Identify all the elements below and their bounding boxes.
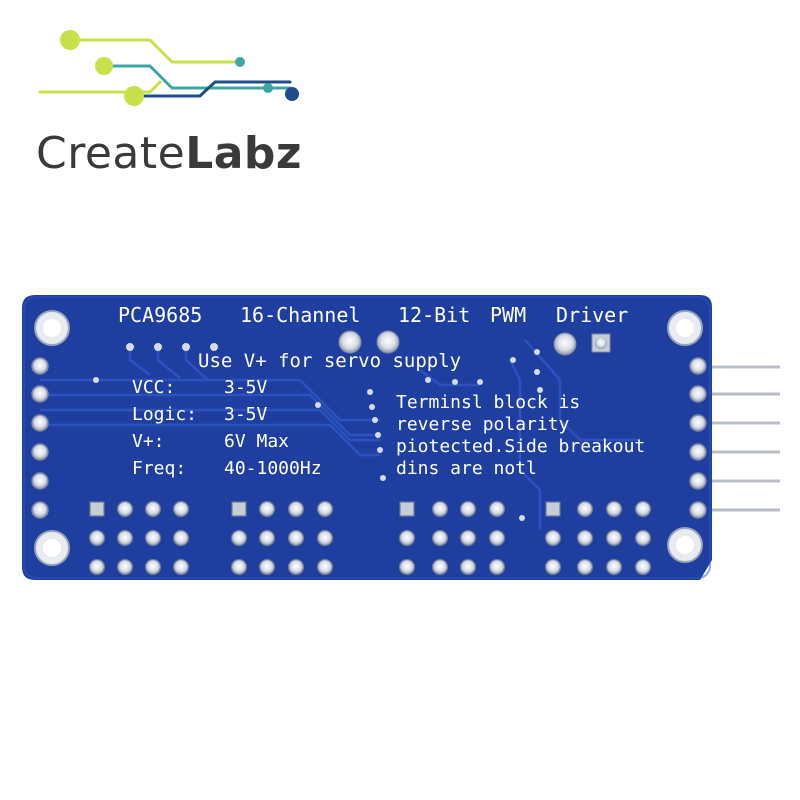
logo-wordmark: CreateLabz [36,128,302,180]
servo-supply-note: Use V+ for servo supply [198,350,462,372]
spec-value-vcc: 3-5V [224,377,268,398]
spec-value-freq: 40-1000Hz [224,458,322,479]
title-part-pwm: PWM [490,303,527,327]
protection-note-line-3: piotected.Side breakout [396,436,646,457]
header-pins [700,365,780,512]
spec-label-vplus: V+: [132,431,165,452]
terminal-pads [338,330,611,356]
vias [93,343,543,521]
title-part-chip: PCA9685 [118,303,203,327]
protection-note-line-1: Terminsl block is [396,392,581,413]
title-part-bits: 12-Bit [398,303,471,327]
logo-word-labz: Labz [185,128,303,179]
servo-header-group-4 [544,500,652,576]
title-part-channels: 16-Channel [240,303,361,327]
spec-label-freq: Freq: [132,458,187,479]
servo-header-group-2 [230,500,334,576]
left-breakout-pads [31,357,49,519]
spec-value-logic: 3-5V [224,404,268,425]
right-breakout-pads [689,357,707,519]
servo-header-group-1 [88,500,190,576]
protection-note-line-2: reverse polarity [396,414,570,435]
protection-note-line-4: dins are notl [396,458,537,479]
servo-header-group-3 [398,500,506,576]
spec-label-vcc: VCC: [132,377,176,398]
logo-word-create: Create [36,128,186,179]
spec-value-vplus: 6V Max [224,431,290,452]
title-part-driver: Driver [556,303,629,327]
createlabz-logo [38,30,299,106]
mounting-holes [34,310,703,566]
spec-label-logic: Logic: [132,404,198,425]
